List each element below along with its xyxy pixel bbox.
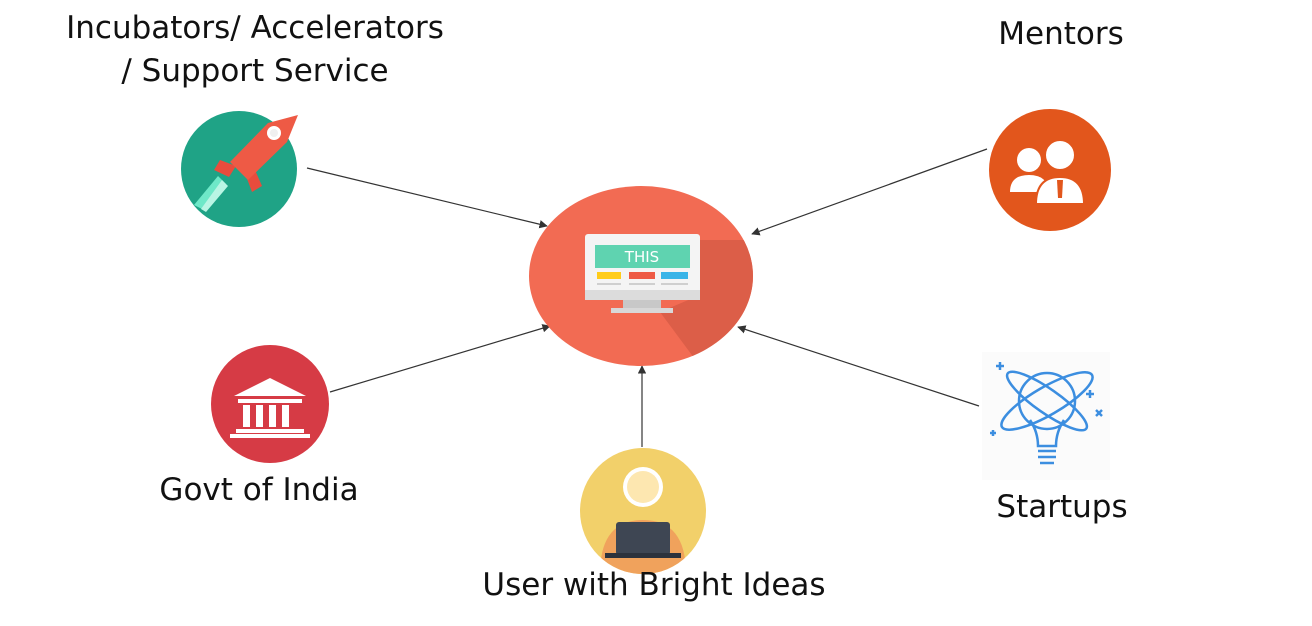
monitor-icon	[585, 234, 700, 313]
incubators-label-line2: / Support Service	[121, 53, 388, 89]
edge-govt-to-center	[329, 324, 551, 393]
user-node: User with Bright Ideas	[482, 448, 826, 603]
user-laptop-icon	[600, 467, 686, 574]
mentors-node-background	[989, 109, 1111, 231]
mentors-label: Mentors	[998, 16, 1123, 52]
edge-startups-to-center	[737, 325, 980, 407]
govt-label: Govt of India	[159, 472, 358, 508]
incubators-label-line1: Incubators/ Accelerators	[66, 10, 444, 46]
govt-node: Govt of India	[159, 345, 359, 508]
startups-label: Startups	[996, 489, 1127, 525]
people-icon	[1010, 139, 1086, 205]
rocket-icon	[194, 115, 298, 212]
incubators-node: Incubators/ Accelerators / Support Servi…	[66, 10, 444, 227]
center-node: THIS	[529, 186, 753, 366]
mentors-node: Mentors	[989, 16, 1124, 231]
edges	[306, 148, 988, 447]
edge-incubators-to-center	[306, 167, 548, 229]
edge-mentors-to-center	[751, 148, 988, 236]
govt-node-background	[211, 345, 329, 463]
center-node-shadow	[660, 240, 753, 366]
center-node-label: THIS	[624, 248, 659, 266]
user-label: User with Bright Ideas	[482, 567, 825, 603]
government-building-icon	[230, 378, 310, 438]
startups-node: Startups	[982, 352, 1128, 525]
lightbulb-icon	[990, 362, 1103, 465]
